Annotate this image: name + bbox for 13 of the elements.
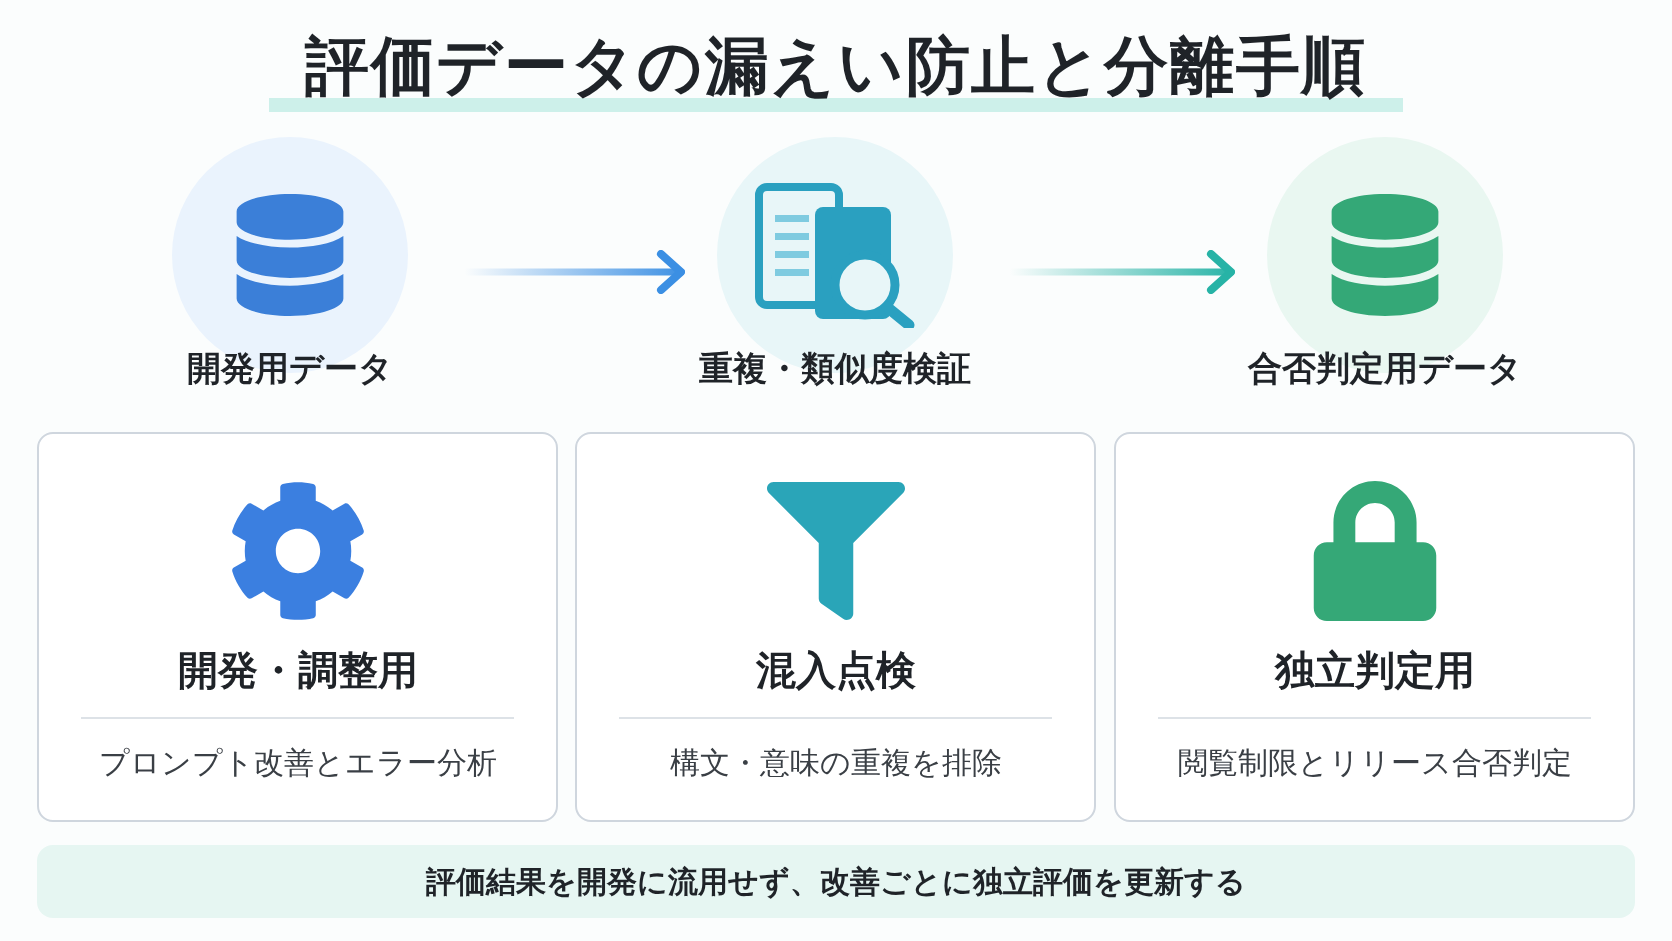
card-title: 開発・調整用 <box>177 646 418 695</box>
info-card <box>1114 432 1635 822</box>
info-card <box>37 432 558 822</box>
step-label: 重複・類似度検証 <box>699 347 971 390</box>
step-label: 合否判定用データ <box>1248 347 1522 390</box>
info-card <box>575 432 1096 822</box>
card-description: 閲覧制限とリリース合否判定 <box>1177 744 1572 782</box>
step-label: 開発用データ <box>187 347 393 390</box>
card-title: 独立判定用 <box>1274 646 1475 695</box>
card-description: 構文・意味の重複を排除 <box>669 744 1002 782</box>
card-title: 混入点検 <box>755 646 916 695</box>
card-description: プロンプト改善とエラー分析 <box>98 744 497 782</box>
note-text: 評価結果を開発に流用せず、改善ごとに独立評価を更新する <box>426 863 1246 901</box>
